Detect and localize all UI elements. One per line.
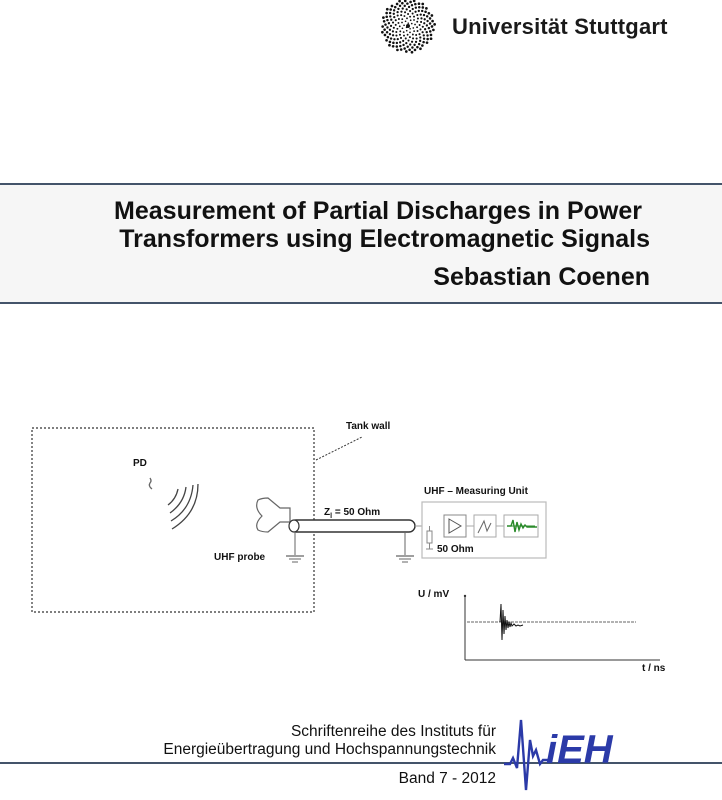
series-line-1: Schriftenreihe des Instituts für xyxy=(290,723,496,740)
ieh-logo-text: iEH xyxy=(546,728,614,772)
cable-label-value: = 50 Ohm xyxy=(332,507,381,518)
cable-impedance-label: Zl = 50 Ohm xyxy=(324,507,380,520)
title-band: Measurement of Partial Discharges in Pow… xyxy=(0,183,722,304)
plot-ylabel: U / mV xyxy=(418,589,450,600)
series-line-2: Energieübertragung und Hochspannungstech… xyxy=(163,741,496,758)
author-name: Sebastian Coenen xyxy=(433,263,650,291)
title-line-1: Measurement of Partial Discharges in Pow… xyxy=(114,197,642,225)
university-name: Universität Stuttgart xyxy=(452,14,668,39)
measurement-diagram: Tank wall PD UHF probe Zl = 50 Ohm UHF –… xyxy=(0,400,722,690)
diagram-graphics xyxy=(31,427,660,661)
footer-rule xyxy=(0,762,722,764)
volume-label: Band 7 - 2012 xyxy=(398,770,496,787)
measuring-unit-label: UHF – Measuring Unit xyxy=(424,486,528,497)
ieh-logo-icon: iEH xyxy=(504,719,614,791)
cable-label-z: Z xyxy=(324,507,331,518)
termination-label: 50 Ohm xyxy=(437,544,474,555)
cable-label-sub: l xyxy=(330,513,333,520)
title-line-2: Transformers using Electromagnetic Signa… xyxy=(119,225,650,253)
plot-xlabel: t / ns xyxy=(642,663,666,674)
university-logo-icon xyxy=(381,0,436,54)
uhf-probe-label: UHF probe xyxy=(214,552,266,563)
tank-wall-label: Tank wall xyxy=(346,421,391,432)
pd-label: PD xyxy=(133,458,147,469)
